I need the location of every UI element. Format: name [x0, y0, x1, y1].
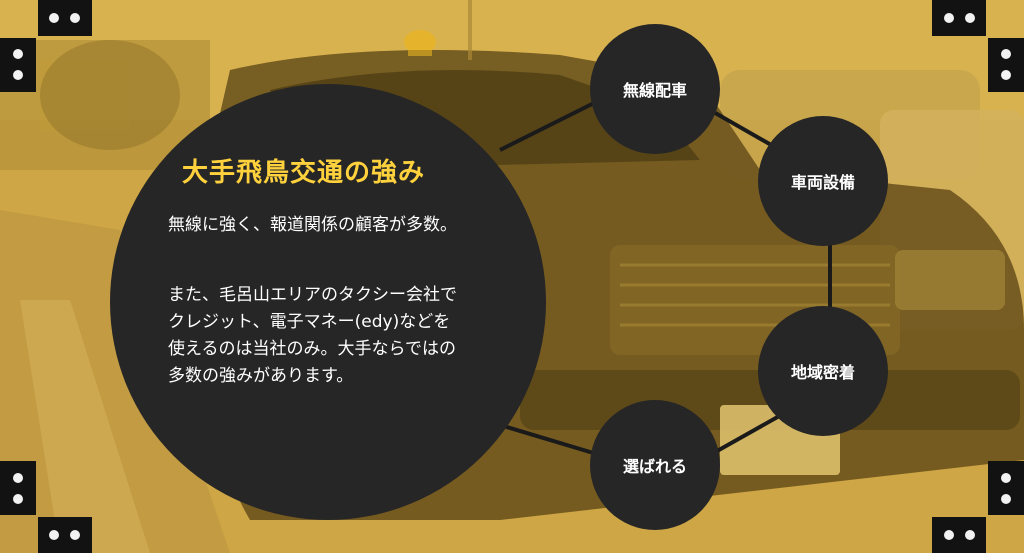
corner-decoration-top-right: [932, 0, 1024, 92]
node-wireless-dispatch: 無線配車: [590, 24, 720, 154]
node-chosen: 選ばれる: [590, 400, 720, 530]
body-line: クレジット、電子マネー(edy)などを: [168, 312, 451, 332]
corner-decoration-bottom-right: [932, 461, 1024, 553]
node-label: 無線配車: [622, 81, 687, 100]
body-line: 使えるのは当社のみ。大手ならではの: [168, 339, 456, 359]
node-label: 地域密着: [790, 363, 855, 382]
main-lead-text: 無線に強く、報道関係の顧客が多数。: [168, 215, 457, 235]
connector-node1-to-node2: [709, 108, 781, 152]
main-circle: [110, 84, 546, 520]
node-vehicle-equipment: 車両設備: [758, 116, 888, 246]
corner-decoration-bottom-left: [0, 461, 92, 553]
connector-main-to-node1: [499, 98, 601, 152]
node-community-rooted: 地域密着: [758, 306, 888, 436]
corner-decoration-top-left: [0, 0, 92, 92]
main-title: 大手飛鳥交通の強み: [182, 158, 426, 188]
node-label: 選ばれる: [622, 457, 687, 476]
connector-node4-to-main: [499, 423, 601, 457]
main-body-text: また、毛呂山エリアのタクシー会社で クレジット、電子マネー(edy)などを 使え…: [168, 282, 518, 390]
body-line: また、毛呂山エリアのタクシー会社で: [168, 285, 457, 305]
body-line: 多数の強みがあります。: [168, 366, 354, 386]
node-label: 車両設備: [790, 173, 855, 192]
